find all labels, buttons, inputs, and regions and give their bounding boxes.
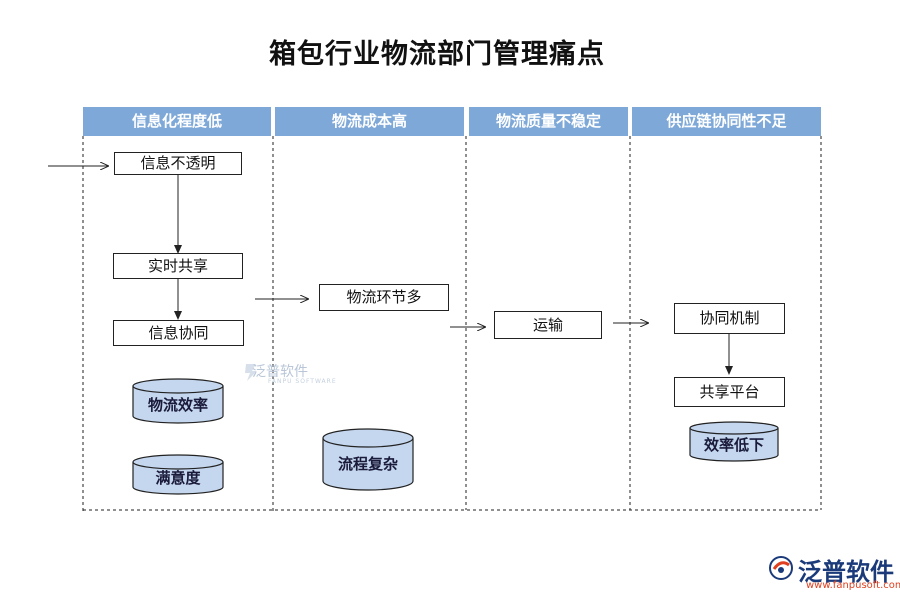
brand-url[interactable]: www.fanpusoft.com [806, 580, 900, 591]
cylinder-label-logistics-efficiency: 物流效率 [147, 396, 208, 414]
page-title: 箱包行业物流部门管理痛点 [269, 39, 605, 70]
cylinder-complex-process [322, 428, 414, 491]
cylinder-low-efficiency [689, 421, 779, 462]
lane-header-low-informatization: 信息化程度低 [83, 107, 271, 136]
brand-logo-icon [769, 556, 793, 580]
node-info-opaque: 信息不透明 [114, 152, 242, 175]
cylinder-logistics-efficiency [132, 378, 224, 424]
node-logistics-links: 物流环节多 [319, 284, 449, 311]
brand-name: 泛普软件 [798, 558, 894, 586]
cylinder-label-low-efficiency: 效率低下 [703, 436, 764, 454]
lane-header-poor-collaboration: 供应链协同性不足 [632, 107, 821, 136]
node-info-collab: 信息协同 [113, 320, 244, 346]
cylinder-satisfaction [132, 454, 224, 495]
cylinder-label-satisfaction: 满意度 [155, 469, 201, 487]
watermark-subtext: FANPU SOFTWARE [268, 378, 337, 385]
cylinder-label-complex-process: 流程复杂 [337, 455, 398, 473]
node-transport: 运输 [494, 311, 602, 339]
node-realtime-share: 实时共享 [113, 253, 243, 279]
lane-header-unstable-quality: 物流质量不稳定 [469, 107, 628, 136]
node-share-platform: 共享平台 [674, 377, 785, 407]
node-collab-mechanism: 协同机制 [674, 303, 785, 334]
lane-header-high-cost: 物流成本高 [275, 107, 464, 136]
watermark-logo-icon [245, 364, 257, 381]
watermark-text: 泛普软件 [252, 364, 308, 380]
